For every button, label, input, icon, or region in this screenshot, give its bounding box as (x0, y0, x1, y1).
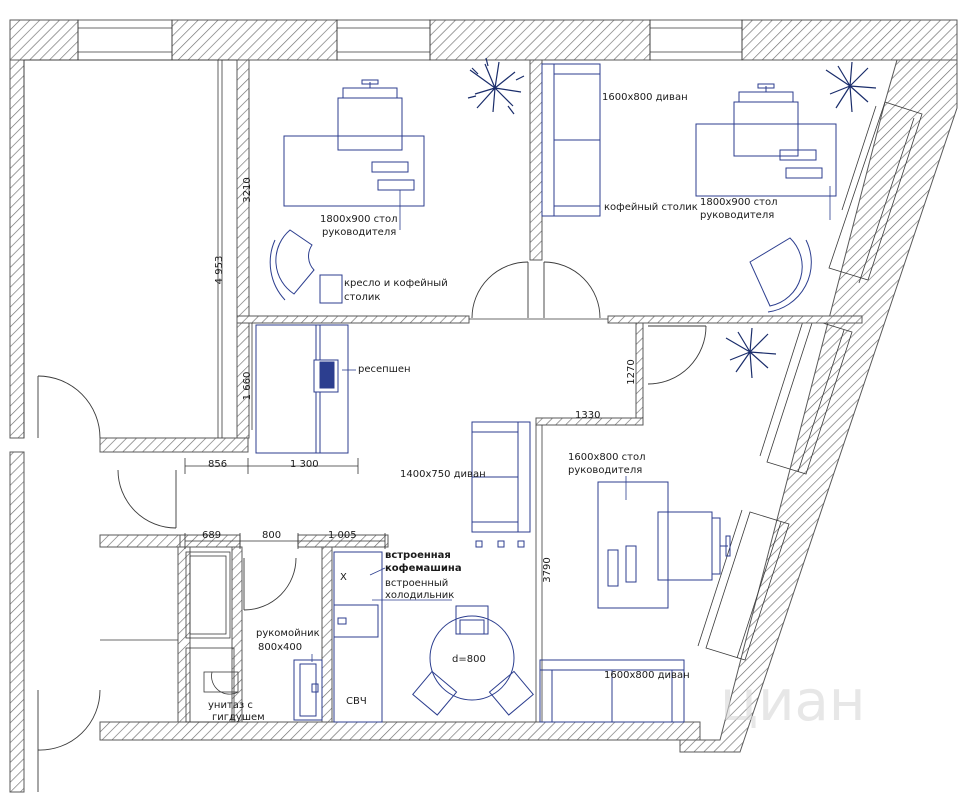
wall-bottom (99, 721, 701, 741)
plant-icon (825, 61, 877, 113)
exterior-walls (9, 19, 958, 793)
wall-partition-5 (607, 315, 863, 324)
wall-diagonal-right (679, 59, 958, 753)
table-top-right (695, 123, 837, 197)
dim-856: 856 (208, 459, 227, 470)
label-toilet-1: унитаз с (208, 700, 253, 711)
dim-800: 800 (262, 530, 281, 541)
table-right (597, 481, 669, 609)
chair-right (657, 511, 713, 581)
window-top-3 (649, 19, 743, 61)
wall-partition-6 (635, 322, 644, 421)
wall-partition-2 (99, 437, 249, 453)
label-table-top-left-2: руководителя (322, 227, 396, 238)
wall-top-pier-2 (429, 19, 651, 61)
label-sink-1: рукомойник (256, 628, 320, 639)
label-toilet-2: гигдушем (212, 712, 265, 723)
wall-partition-7 (535, 417, 644, 426)
bath-shelf (185, 551, 231, 639)
office-top-right: 1600x800 диван кофейный столик 1800x900 … (541, 61, 877, 319)
dim-1330: 1330 (575, 410, 600, 421)
dim-4953: 4 953 (214, 256, 225, 285)
wall-left-lower (9, 451, 25, 793)
plant-icon (467, 57, 525, 115)
sink (293, 659, 323, 721)
label-coffee-machine-2: кофемашина (385, 562, 462, 574)
interior-walls (99, 59, 863, 723)
label-fridge-1: встроенный (385, 578, 448, 589)
window-diagonal-2 (759, 317, 853, 475)
label-microwave: СВЧ (346, 696, 367, 707)
wall-top-left (9, 19, 79, 61)
label-table-right-2: руководителя (568, 465, 642, 476)
label-sink-2: 800x400 (258, 642, 302, 653)
wall-partition-4 (236, 315, 470, 324)
label-table-top-left-1: 1800x900 стол (320, 214, 397, 225)
door-lower-left (117, 469, 177, 529)
wall-bath-6 (321, 546, 333, 723)
label-coffee-table: кофейный столик (604, 202, 698, 213)
bathroom: унитаз с гигдушем рукомойник 800x400 (37, 551, 323, 792)
watermark: циан (720, 669, 865, 734)
label-coffee-machine-1: встроенная (385, 550, 451, 561)
plant-icon (725, 327, 777, 379)
table-top-left (283, 135, 425, 207)
wall-top-right (741, 19, 958, 61)
door-bottom-left (37, 689, 101, 792)
label-table-right-1: 1600x800 стол (568, 452, 645, 463)
door-left-room (37, 375, 101, 439)
reception-area: 1 660 ресепшен 856 1 300 1400x750 диван (37, 323, 707, 548)
dim-1005: 1 005 (328, 530, 357, 541)
window-diagonal-3 (697, 509, 790, 661)
label-round-table: d=800 (452, 654, 486, 665)
window-top-2 (336, 19, 431, 61)
wall-partition-3 (529, 59, 543, 261)
dim-1270: 1270 (626, 359, 637, 384)
label-table-top-right-1: 1800x900 стол (700, 197, 777, 208)
label-sofa-bottom: 1600x800 диван (604, 670, 690, 681)
wall-bath-4 (231, 546, 243, 723)
coffee-table-small (319, 274, 343, 304)
label-table-top-right-2: руководителя (700, 210, 774, 221)
left-room: 4 953 (23, 59, 237, 438)
label-armchair-1: кресло и кофейный (344, 278, 448, 289)
reception-desk (255, 324, 349, 454)
office-top-left: 3210 1800x900 стол руководителя кресло и… (242, 57, 529, 319)
door-office-top-right (543, 261, 601, 319)
armchair-arc (275, 229, 315, 295)
chair-top-right (733, 101, 799, 157)
x-mark: X (340, 572, 347, 583)
wall-bath-2 (177, 546, 191, 723)
chair-top-left (337, 97, 403, 151)
label-reception: ресепшен (358, 364, 411, 375)
door-right-office (647, 325, 707, 385)
wall-bath-3 (99, 534, 181, 548)
kitchen: 689 800 1 005 X встроенная кофемашина вс… (184, 530, 534, 723)
wall-left-upper (9, 59, 25, 439)
armchair-top-right (749, 237, 803, 307)
wall-top-pier-1 (171, 19, 338, 61)
label-sofa-top: 1600x800 диван (602, 92, 688, 103)
office-right: 1600x800 стол руководителя 3790 1600x800… (539, 327, 777, 723)
window-top-1 (77, 19, 173, 61)
dim-1300: 1 300 (290, 459, 319, 470)
label-fridge-2: холодильник (385, 590, 454, 601)
dim-3210: 3210 (242, 177, 253, 202)
toilet-icon (203, 671, 239, 695)
window-diagonal-1 (828, 101, 923, 284)
dim-1660: 1 660 (242, 372, 253, 401)
door-office-top-left (471, 261, 529, 319)
round-table (429, 615, 515, 701)
label-sofa-middle: 1400x750 диван (400, 469, 486, 480)
label-armchair-2: столик (344, 292, 380, 303)
dim-689: 689 (202, 530, 221, 541)
dim-3790: 3790 (542, 557, 553, 582)
